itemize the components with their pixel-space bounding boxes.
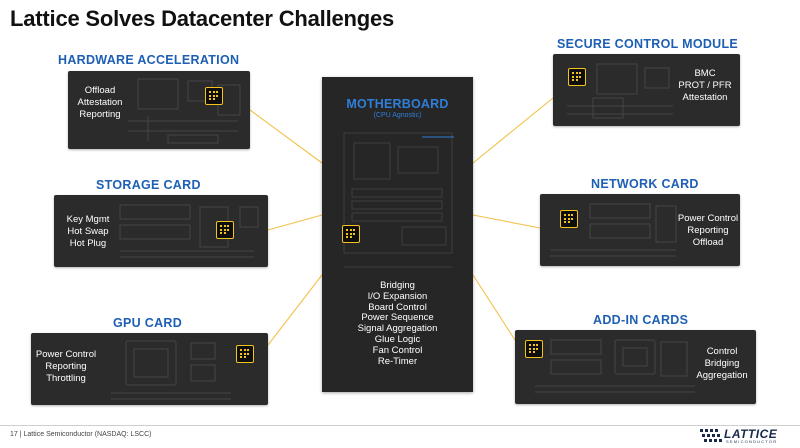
- gpu-line: Reporting: [45, 361, 87, 372]
- storage-line: Hot Plug: [69, 238, 107, 249]
- gpu-card-title: GPU CARD: [113, 316, 183, 330]
- secure-control-module-title: SECURE CONTROL MODULE: [557, 37, 739, 51]
- footer-text: 17 | Lattice Semiconductor (NASDAQ: LSCC…: [10, 431, 152, 438]
- gpu-line: Power Control: [35, 349, 97, 360]
- add-in-line: Aggregation: [696, 370, 748, 381]
- secure-line: BMC: [694, 68, 716, 79]
- pcb-traces-graphic: [535, 339, 695, 393]
- add-in-line: Bridging: [704, 358, 740, 369]
- pcb-traces-graphic: [550, 203, 677, 257]
- pcb-traces-graphic: [567, 63, 673, 119]
- storage-line: Hot Swap: [67, 226, 109, 237]
- lattice-chip-icon: [236, 345, 254, 363]
- logo-wordmark: LATTICE: [724, 427, 778, 441]
- lattice-chip-icon: [568, 68, 586, 86]
- list-item: Glue Logic: [374, 333, 421, 345]
- lattice-chip-icon: [342, 225, 360, 243]
- secure-line: PROT / PFR: [678, 80, 732, 91]
- list-item: I/O Expansion: [367, 290, 428, 302]
- list-item: Power Sequence: [361, 312, 434, 324]
- secure-control-module-card: BMC PROT / PFR Attestation: [553, 54, 740, 126]
- network-line: Reporting: [687, 225, 729, 236]
- lattice-chip-icon: [205, 87, 223, 105]
- network-line: Power Control: [677, 213, 739, 224]
- add-in-cards-title: ADD-IN CARDS: [593, 313, 689, 327]
- lattice-chip-icon: [560, 210, 578, 228]
- hardware-acceleration-card: Offload Attestation Reporting: [68, 71, 250, 149]
- gpu-card: Power Control Reporting Throttling: [31, 333, 268, 405]
- lattice-logo-icon: [700, 429, 722, 442]
- hardware-acceleration-title: HARDWARE ACCELERATION: [58, 53, 240, 67]
- list-item: Board Control: [368, 301, 427, 313]
- lattice-chip-icon: [216, 221, 234, 239]
- list-item: Bridging: [380, 280, 415, 291]
- list-item: Signal Aggregation: [357, 323, 438, 335]
- lattice-chip-icon: [525, 340, 543, 358]
- motherboard-title: MOTHERBOARD: [346, 97, 449, 111]
- motherboard-card: MOTHERBOARD (CPU Agnostic) Bridging I/O …: [322, 77, 473, 392]
- add-in-line: Control: [706, 346, 738, 357]
- pcb-traces-graphic: [111, 340, 231, 400]
- lattice-logo: LATTICE SEMICONDUCTOR: [698, 427, 788, 445]
- footer-divider: [0, 425, 800, 426]
- storage-card-title: STORAGE CARD: [96, 178, 201, 192]
- network-card: Power Control Reporting Offload: [540, 194, 740, 266]
- gpu-line: Throttling: [46, 373, 86, 384]
- motherboard-subtitle: (CPU Agnostic): [373, 112, 422, 119]
- motherboard-function-list: Bridging I/O Expansion Board Control Pow…: [322, 280, 473, 367]
- list-item: Fan Control: [372, 344, 423, 356]
- hw-accel-line: Offload: [84, 85, 116, 96]
- slide-title: Lattice Solves Datacenter Challenges: [10, 6, 395, 31]
- hw-accel-line: Attestation: [77, 97, 123, 108]
- storage-card: Key Mgmt Hot Swap Hot Plug: [54, 195, 268, 267]
- pcb-traces-graphic: [343, 132, 454, 268]
- secure-line: Attestation: [682, 92, 728, 103]
- logo-subtext: SEMICONDUCTOR: [726, 439, 778, 444]
- pcb-traces-graphic: [128, 78, 241, 144]
- network-card-title: NETWORK CARD: [591, 177, 699, 191]
- network-line: Offload: [692, 237, 724, 248]
- list-item: Re-Timer: [377, 355, 418, 367]
- hw-accel-line: Reporting: [79, 109, 121, 120]
- storage-line: Key Mgmt: [66, 214, 110, 225]
- add-in-cards-card: Control Bridging Aggregation: [515, 330, 756, 404]
